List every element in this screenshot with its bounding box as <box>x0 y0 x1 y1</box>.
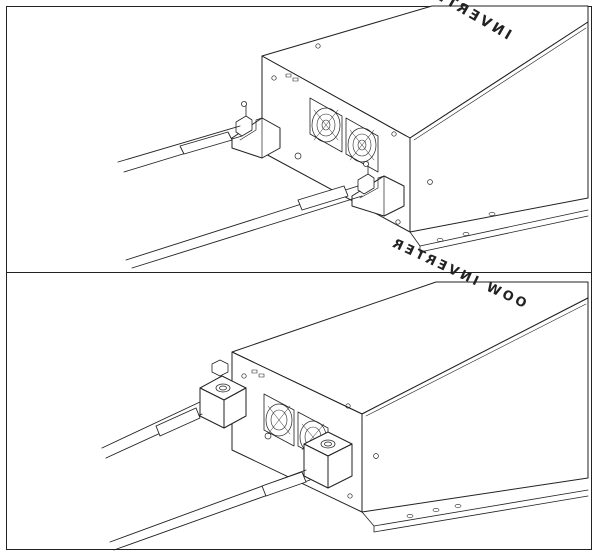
cooling-fan-left-bottom <box>263 393 295 447</box>
terminal-left-top <box>231 101 302 160</box>
battery-cable-left-top <box>117 125 243 173</box>
battery-cable-left-bottom <box>101 401 203 459</box>
panel-divider <box>6 272 592 273</box>
battery-cable-right-bottom <box>109 469 311 551</box>
diagram-frame <box>6 6 592 550</box>
terminal-block-left-bottom <box>199 359 272 440</box>
terminal-right-top <box>351 161 405 217</box>
terminal-block-right-bottom <box>303 431 353 489</box>
battery-cable-right-top <box>125 185 363 269</box>
cooling-fan-left-top <box>309 97 343 153</box>
cooling-fan-right-top <box>345 117 379 173</box>
